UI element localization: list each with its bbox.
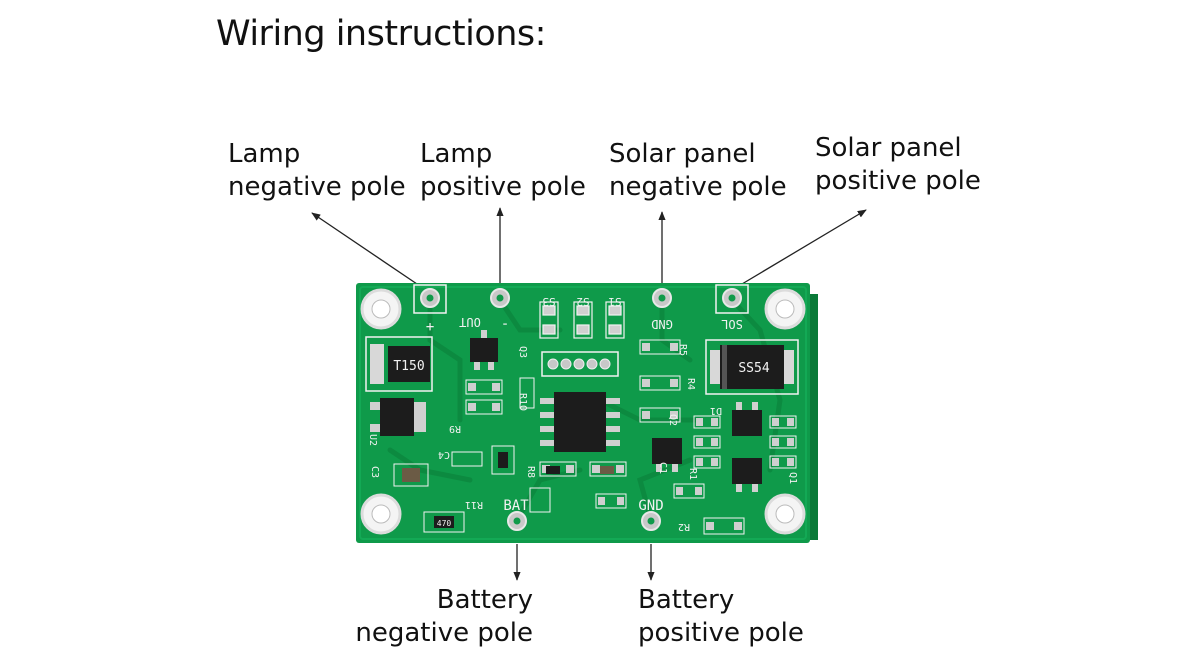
label-line: Battery xyxy=(638,585,735,615)
mounting-hole xyxy=(764,288,806,330)
silk-q2: Q2 xyxy=(667,414,678,426)
silk-s2: S2 xyxy=(576,295,589,308)
silk-r4: R4 xyxy=(685,378,696,390)
silk-gnd-top: GND xyxy=(651,317,673,331)
label-line: positive pole xyxy=(815,166,981,196)
smd-pads xyxy=(468,343,794,530)
label-line: Lamp xyxy=(420,139,493,169)
mounting-hole xyxy=(764,493,806,535)
silk-plus: + xyxy=(426,318,434,334)
label-lamp-positive: Lamp positive pole xyxy=(420,138,586,204)
silk-c1: C1 xyxy=(657,462,668,474)
silk-r2: R2 xyxy=(678,521,690,532)
diode-ss54: SS54 xyxy=(705,339,799,395)
mounting-hole xyxy=(360,288,402,330)
silk-s3: S3 xyxy=(542,295,555,308)
arrow-lamp-negative xyxy=(311,212,418,285)
transistor-q1 xyxy=(732,458,762,492)
silk-sol: SOL xyxy=(721,317,743,331)
label-line: Solar panel xyxy=(609,139,756,169)
silkscreen: OUT + - GND SOL S1 S2 S3 BAT GND R9 R10 … xyxy=(367,295,798,532)
label-line: positive pole xyxy=(420,172,586,202)
silk-minus: - xyxy=(501,316,509,332)
silk-d1: D1 xyxy=(710,405,722,416)
mounting-hole xyxy=(360,493,402,535)
silk-r10: R10 xyxy=(517,393,528,411)
silk-gnd-bottom: GND xyxy=(638,498,663,514)
silk-r5: R5 xyxy=(677,344,688,356)
silk-out: OUT xyxy=(459,315,481,329)
label-battery-negative: Battery negative pole xyxy=(340,584,533,650)
silk-r11: R11 xyxy=(465,499,483,510)
transistor-q2 xyxy=(652,438,682,472)
silk-r9: R9 xyxy=(449,423,461,434)
silk-c3: C3 xyxy=(369,466,380,478)
label-solar-negative: Solar panel negative pole xyxy=(609,138,787,204)
label-line: Solar panel xyxy=(815,133,962,163)
pad-solar-positive[interactable] xyxy=(715,284,749,314)
transistor-d1 xyxy=(732,402,762,436)
label-line: negative pole xyxy=(228,172,406,202)
label-lamp-negative: Lamp negative pole xyxy=(228,138,406,204)
pad-solar-negative[interactable] xyxy=(652,288,672,308)
label-solar-positive: Solar panel positive pole xyxy=(815,132,981,198)
ic-main xyxy=(540,392,620,452)
page-title: Wiring instructions: xyxy=(216,14,546,54)
chip-label: T150 xyxy=(393,359,424,374)
silk-c4: C4 xyxy=(438,449,450,460)
pad-battery-negative[interactable] xyxy=(507,511,527,531)
label-line: Lamp xyxy=(228,139,301,169)
silk-u2: U2 xyxy=(367,434,378,446)
arrow-solar-positive xyxy=(741,209,867,285)
pcb-board: T150 SS54 xyxy=(356,283,818,543)
transistor-q3 xyxy=(470,330,498,370)
resistor-value: 470 xyxy=(437,519,452,528)
pad-battery-positive[interactable] xyxy=(641,511,661,531)
label-line: positive pole xyxy=(638,618,804,648)
silk-s1: S1 xyxy=(608,295,621,308)
pin-header xyxy=(541,351,619,377)
pad-lamp-negative[interactable] xyxy=(413,284,447,314)
smd-components xyxy=(393,339,797,535)
silk-q1: Q1 xyxy=(787,472,798,484)
label-line: Battery xyxy=(436,585,533,615)
silk-bat: BAT xyxy=(503,498,529,514)
pad-lamp-positive[interactable] xyxy=(490,288,510,308)
label-battery-positive: Battery positive pole xyxy=(638,584,804,650)
ic-u2 xyxy=(370,398,426,436)
silk-q3: Q3 xyxy=(517,346,528,358)
resistor-bodies: 470 xyxy=(402,452,614,528)
silk-r8: R8 xyxy=(525,466,536,478)
label-line: negative pole xyxy=(355,618,533,648)
label-line: negative pole xyxy=(609,172,787,202)
silk-r1: R1 xyxy=(687,468,698,480)
chip-t150: T150 xyxy=(365,336,433,392)
jumper-pads xyxy=(539,301,625,339)
chip-label: SS54 xyxy=(738,361,769,376)
